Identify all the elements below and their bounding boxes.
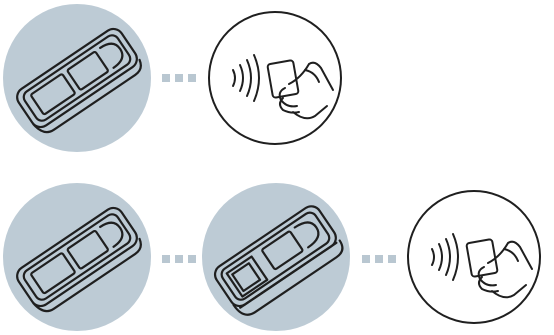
connector-dots bbox=[362, 255, 396, 263]
connector-dots bbox=[162, 74, 196, 82]
terminal-with-base-icon bbox=[202, 183, 350, 331]
terminal-device-icon bbox=[3, 4, 151, 152]
connector-dots bbox=[162, 255, 196, 263]
contactless-card-tap-icon bbox=[209, 12, 341, 144]
contactless-card-tap-icon bbox=[408, 191, 540, 323]
terminal-device-icon bbox=[3, 183, 151, 331]
row-2 bbox=[3, 183, 540, 331]
row-1 bbox=[3, 4, 341, 152]
